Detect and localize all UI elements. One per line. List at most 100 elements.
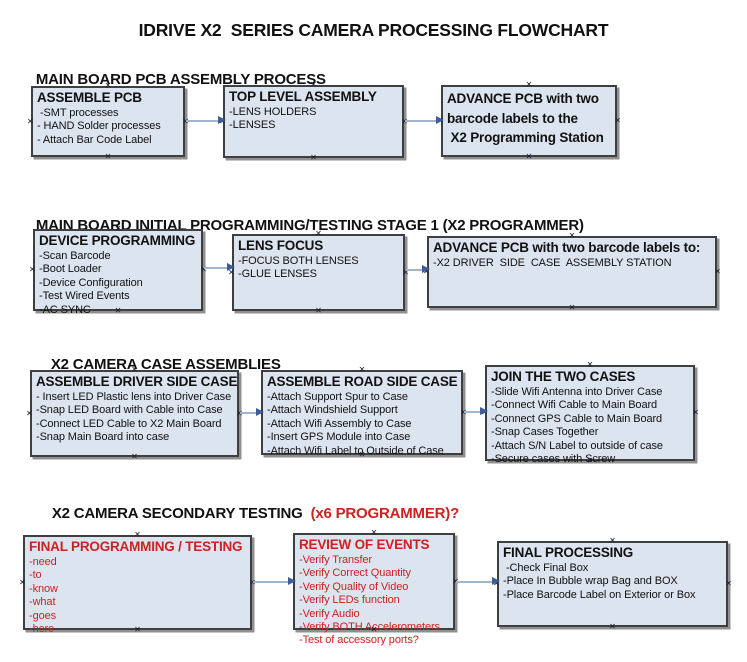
box-title: REVIEW OF EVENTS <box>299 537 430 552</box>
connection-point-icon: ✕ <box>714 267 721 276</box>
box-title: ADVANCE PCB with two barcode labels to: <box>433 240 701 255</box>
box-title: ASSEMBLE ROAD SIDE CASE <box>267 374 458 389</box>
section-heading-text: MAIN BOARD PCB ASSEMBLY PROCESS <box>35 71 326 88</box>
arrow-line <box>204 267 227 269</box>
arrowhead-icon <box>436 116 444 124</box>
connection-point-icon: ✕ <box>310 153 317 162</box>
step-item: -goes <box>29 609 57 622</box>
step-item: -Secure cases with Screw <box>491 453 616 466</box>
arrowhead-icon <box>422 265 430 273</box>
flow-box-final-programming-testing: FINAL PROGRAMMING / TESTING -need -to -k… <box>19 531 256 636</box>
step-item: -Device Configuration <box>39 276 143 289</box>
step-item: -to <box>29 569 42 582</box>
step-item: -Attach Support Spur to Case <box>267 391 408 403</box>
connection-point-icon: ✕ <box>27 116 34 126</box>
connection-point-icon: ✕ <box>315 306 322 315</box>
arrow-line <box>464 411 480 413</box>
flow-box-review-of-events: REVIEW OF EVENTS -Verify Transfer -Verif… <box>289 529 459 647</box>
arrowhead-icon <box>227 263 235 271</box>
arrow-line <box>456 581 492 583</box>
step-item: -know <box>29 582 58 595</box>
step-item: -Check Final Box <box>503 562 589 574</box>
flow-box-device-programming: DEVICE PROGRAMMING -Scan Barcode -Boot L… <box>29 225 207 316</box>
flow-box-advance-pcb-driver-side: ADVANCE PCB with two barcode labels to: … <box>423 232 721 312</box>
connection-point-icon: ✕ <box>29 265 36 274</box>
arrow-line <box>406 269 422 271</box>
step-item: -Attach Wifi Label to Outside of Case <box>267 444 444 457</box>
step-item: -Connect LED Cable to X2 Main Board <box>36 417 222 430</box>
step-item: -Attach Windshield Support <box>267 404 398 417</box>
step-item: -Snap Main Board into case <box>36 431 170 444</box>
section-heading-pcb-assembly: MAIN BOARD PCB ASSEMBLY PROCESS <box>20 54 326 105</box>
connection-point-icon: ✕ <box>358 365 366 374</box>
connection-point-icon: ✕ <box>614 116 621 125</box>
step-item: - Attach Bar Code Label <box>37 133 152 146</box>
section-heading-accent: (x6 PROGRAMMER)? <box>310 505 460 522</box>
arrow-line <box>240 412 256 414</box>
step-item: -Verify Quality of Video <box>299 580 409 593</box>
step-item: - Insert LED Plastic lens into Driver Ca… <box>36 391 232 403</box>
section-heading-text: X2 CAMERA CASE ASSEMBLIES <box>50 356 281 373</box>
flow-box-assemble-driver-side-case: ASSEMBLE DRIVER SIDE CASE - Insert LED P… <box>26 366 243 461</box>
connection-point-icon: ✕ <box>19 577 26 587</box>
step-item: -GLUE LENSES <box>238 268 317 281</box>
connection-point-icon: ✕ <box>131 452 138 461</box>
step-item: -Verify BOTH Accelerometers <box>299 621 440 634</box>
flow-box-final-processing: FINAL PROCESSING -Check Final Box -Place… <box>493 537 732 631</box>
box-title: ASSEMBLE DRIVER SIDE CASE <box>36 374 238 389</box>
step-item: -Attach Wifi Assembly to Case <box>267 417 412 430</box>
step-item: -Slide Wifi Antenna into Driver Case <box>491 386 663 398</box>
arrow-line <box>186 120 218 122</box>
step-item: -X2 DRIVER SIDE CASE ASSEMBLY STATION <box>433 257 672 269</box>
step-item: -Connect Wifi Cable to Main Board <box>491 399 658 412</box>
section-heading-text: X2 CAMERA SECONDARY TESTING <box>51 505 311 522</box>
flow-box-advance-pcb-programming-station: ADVANCE PCB with two barcode labels to t… <box>437 81 621 161</box>
step-item: -Insert GPS Module into Case <box>267 431 411 444</box>
step-item: -AC SYNC <box>39 303 91 316</box>
arrowhead-icon <box>288 577 296 585</box>
flow-box-join-the-two-cases: JOIN THE TWO CASES -Slide Wifi Antenna i… <box>481 361 699 466</box>
step-item: -Place Barcode Label on Exterior or Box <box>503 588 696 601</box>
step-item: -Verify LEDs function <box>299 594 400 607</box>
flow-box-top-level-assembly: TOP LEVEL ASSEMBLY -LENS HOLDERS -LENSES… <box>219 81 408 162</box>
arrowhead-icon <box>480 407 488 415</box>
box-title: TOP LEVEL ASSEMBLY <box>229 89 377 104</box>
step-item: -FOCUS BOTH LENSES <box>238 255 359 267</box>
step-item: -Place In Bubble wrap Bag and BOX <box>503 575 678 588</box>
step-item: -Snap Cases Together <box>491 426 599 439</box>
step-item: -Test of accessory ports? <box>299 634 419 647</box>
step-item: -Boot Loader <box>39 263 102 276</box>
connection-point-icon: ✕ <box>525 152 533 161</box>
connection-point-icon: ✕ <box>26 408 33 418</box>
box-title: FINAL PROGRAMMING / TESTING <box>29 539 243 554</box>
connection-point-icon: ✕ <box>609 536 616 545</box>
connection-point-icon: ✕ <box>609 622 616 631</box>
step-item: -Verify Audio <box>299 607 360 620</box>
section-heading-secondary-testing: X2 CAMERA SECONDARY TESTING (x6 PROGRAMM… <box>36 488 459 539</box>
flow-box-assemble-pcb: ASSEMBLE PCB -SMT processes - HAND Solde… <box>27 82 189 161</box>
step-item: -Attach S/N Label to outside of case <box>491 439 663 452</box>
step-item: -Snap LED Board with Cable into Case <box>36 404 223 417</box>
step-item: -Verify Transfer <box>299 554 372 566</box>
box-title: JOIN THE TWO CASES <box>491 369 636 384</box>
flow-box-lens-focus: LENS FOCUS -FOCUS BOTH LENSES -GLUE LENS… <box>228 230 409 315</box>
box-title: DEVICE PROGRAMMING <box>39 233 196 248</box>
arrowhead-icon <box>256 408 264 416</box>
step-item: -Scan Barcode <box>39 250 111 262</box>
connection-point-icon: ✕ <box>525 80 533 89</box>
step-item: -here <box>29 623 55 636</box>
step-item: -Verify Correct Quantity <box>299 567 411 580</box>
connection-point-icon: ✕ <box>568 303 576 312</box>
step-item: -LENSES <box>229 119 276 132</box>
box-title: ASSEMBLE PCB <box>37 90 142 105</box>
step-item: -what <box>29 596 56 609</box>
box-title: LENS FOCUS <box>238 238 324 253</box>
connection-point-icon: ✕ <box>586 360 594 369</box>
connection-point-icon: ✕ <box>104 152 112 161</box>
box-title: FINAL PROCESSING <box>503 545 634 560</box>
step-item: -Test Wired Events <box>39 290 130 303</box>
step-item: - HAND Solder processes <box>37 120 161 133</box>
arrow-line <box>405 120 436 122</box>
flow-box-assemble-road-side-case: ASSEMBLE ROAD SIDE CASE -Attach Support … <box>257 366 467 459</box>
